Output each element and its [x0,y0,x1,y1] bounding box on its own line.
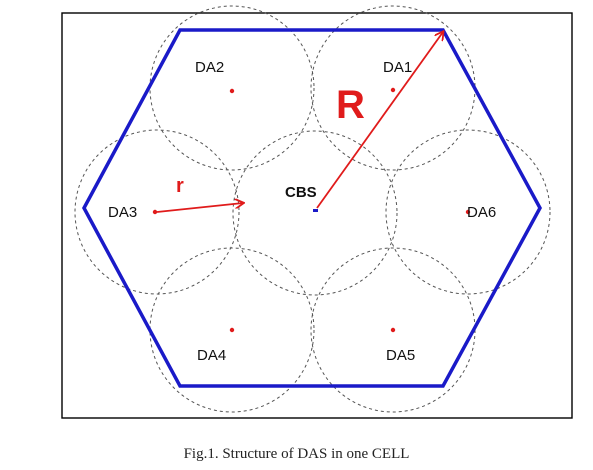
label-small-r: r [176,175,184,197]
da6-dot [465,209,471,215]
cbs-dot [313,209,318,212]
circle-da3 [74,129,240,295]
circle-cbs [232,130,398,296]
da2-dot [229,88,235,94]
da5-dot [390,327,396,333]
circle-da4 [149,247,315,413]
label-da5: DA5 [386,347,415,364]
label-da1: DA1 [383,59,412,76]
circle-da6 [385,129,551,295]
label-da3: DA3 [108,204,137,221]
da4-dot [229,327,235,333]
label-da4: DA4 [197,347,226,364]
big-r-arrow [316,32,443,209]
figure-caption: Fig.1. Structure of DAS in one CELL [183,446,410,462]
distributed-antenna-dots [152,87,471,333]
label-cbs: CBS [285,184,317,201]
da1-dot [390,87,396,93]
small-r-arrow [156,203,243,213]
circle-da2 [149,5,315,171]
label-da6: DA6 [467,204,496,221]
label-big-r: R [336,83,365,127]
da3-dot [152,209,158,215]
figure-frame [61,12,573,419]
label-da2: DA2 [195,59,224,76]
